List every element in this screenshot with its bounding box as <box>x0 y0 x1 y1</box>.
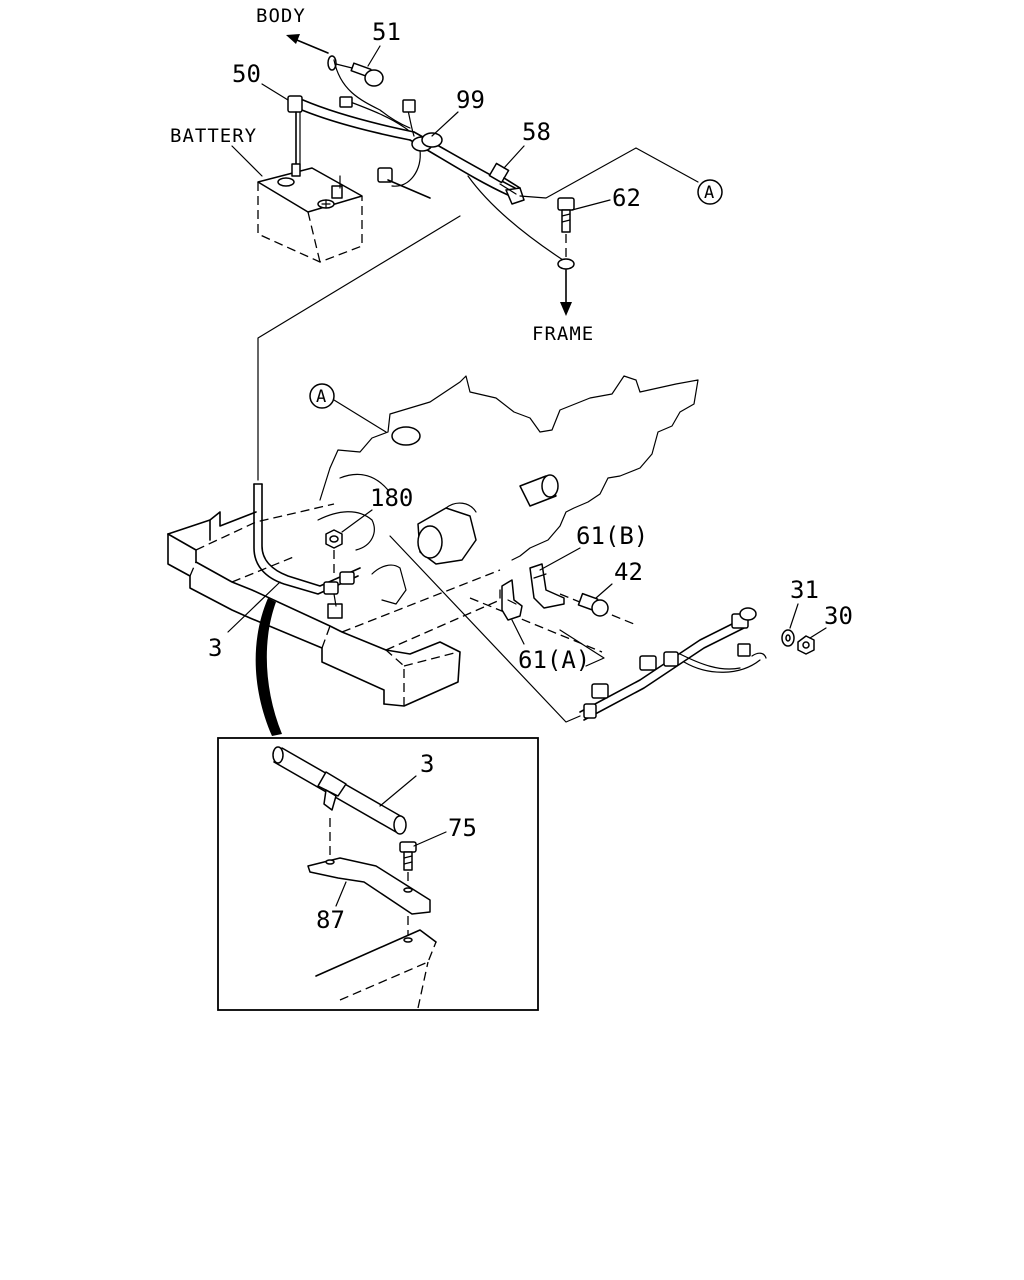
leader-3 <box>227 581 281 633</box>
engine-cylinder <box>519 474 559 507</box>
leader-harness-to-engine <box>389 535 581 723</box>
part-31-label: 31 <box>790 576 819 604</box>
inset-leader-75 <box>413 831 447 847</box>
bracket-61b <box>529 563 565 609</box>
leader-51 <box>367 45 381 67</box>
part-42-label: 42 <box>614 558 643 586</box>
engine-frame-assembly: A 3 180 61(B) <box>167 375 853 736</box>
cable-pipe-3 <box>253 483 361 619</box>
inset-detail: 3 75 87 <box>217 737 539 1011</box>
body-arrow <box>286 34 329 54</box>
leader-31 <box>789 603 799 629</box>
leader-61b <box>539 547 581 571</box>
inset-part-75-label: 75 <box>448 814 477 842</box>
harness-lower <box>579 607 767 721</box>
ref-a-engine-callout: A <box>309 383 335 409</box>
inset-leader-3 <box>379 775 417 807</box>
inset-pointer-arrow <box>255 598 282 736</box>
inset-frame-rail <box>315 929 437 1009</box>
bolt-62 <box>557 197 575 270</box>
inset-pipe-3 <box>272 746 407 856</box>
nut-180 <box>325 529 343 574</box>
washer-31 <box>781 629 795 647</box>
svg-text:A: A <box>316 387 326 407</box>
engine-front-parts <box>317 473 477 605</box>
ref-a-top-callout: A <box>697 179 723 205</box>
engine-outline <box>329 375 699 561</box>
inset-bracket-87 <box>307 857 431 943</box>
frame-crossmember <box>167 503 635 707</box>
part-51-label: 51 <box>372 18 401 46</box>
part-61a-label: 61(A) <box>518 646 590 674</box>
leader-99 <box>431 111 459 137</box>
leader-battery <box>231 145 263 177</box>
bolt-42 <box>577 592 609 617</box>
bolt-51 <box>327 55 384 87</box>
part-30-label: 30 <box>824 602 853 630</box>
part-3-label: 3 <box>208 634 222 662</box>
frame-arrow <box>560 269 572 316</box>
part-99-label: 99 <box>456 86 485 114</box>
frame-label: FRAME <box>532 323 594 345</box>
leader-ref-a-engine <box>333 399 387 433</box>
part-61b-label: 61(B) <box>576 522 648 550</box>
battery-label: BATTERY <box>170 125 257 147</box>
filler-cap <box>391 426 421 446</box>
leader-50 <box>261 83 289 101</box>
leader-180 <box>341 509 373 533</box>
cable-bundle <box>287 59 567 263</box>
leader-58 <box>503 145 525 169</box>
leader-30 <box>809 627 827 639</box>
part-62-label: 62 <box>612 184 641 212</box>
inset-bolt-75 <box>399 841 417 886</box>
bracket-61a <box>501 579 523 621</box>
body-label: BODY <box>256 5 306 27</box>
part-50-label: 50 <box>232 60 261 88</box>
leader-62 <box>571 199 611 211</box>
inset-part-3-label: 3 <box>420 750 434 778</box>
part-180-label: 180 <box>370 484 413 512</box>
leader-ref-a-top <box>519 147 699 199</box>
battery-cable-assembly: BODY 51 50 <box>170 5 723 481</box>
leader-42 <box>595 583 613 599</box>
svg-text:A: A <box>704 183 714 203</box>
leader-61a-harness <box>559 629 605 667</box>
nut-30 <box>797 635 815 655</box>
leader-battery-to-harness <box>257 215 461 481</box>
battery-box <box>257 163 363 263</box>
leader-61a <box>511 619 525 645</box>
part-58-label: 58 <box>522 118 551 146</box>
inset-leader-87 <box>335 881 347 907</box>
inset-part-87-label: 87 <box>316 906 345 934</box>
